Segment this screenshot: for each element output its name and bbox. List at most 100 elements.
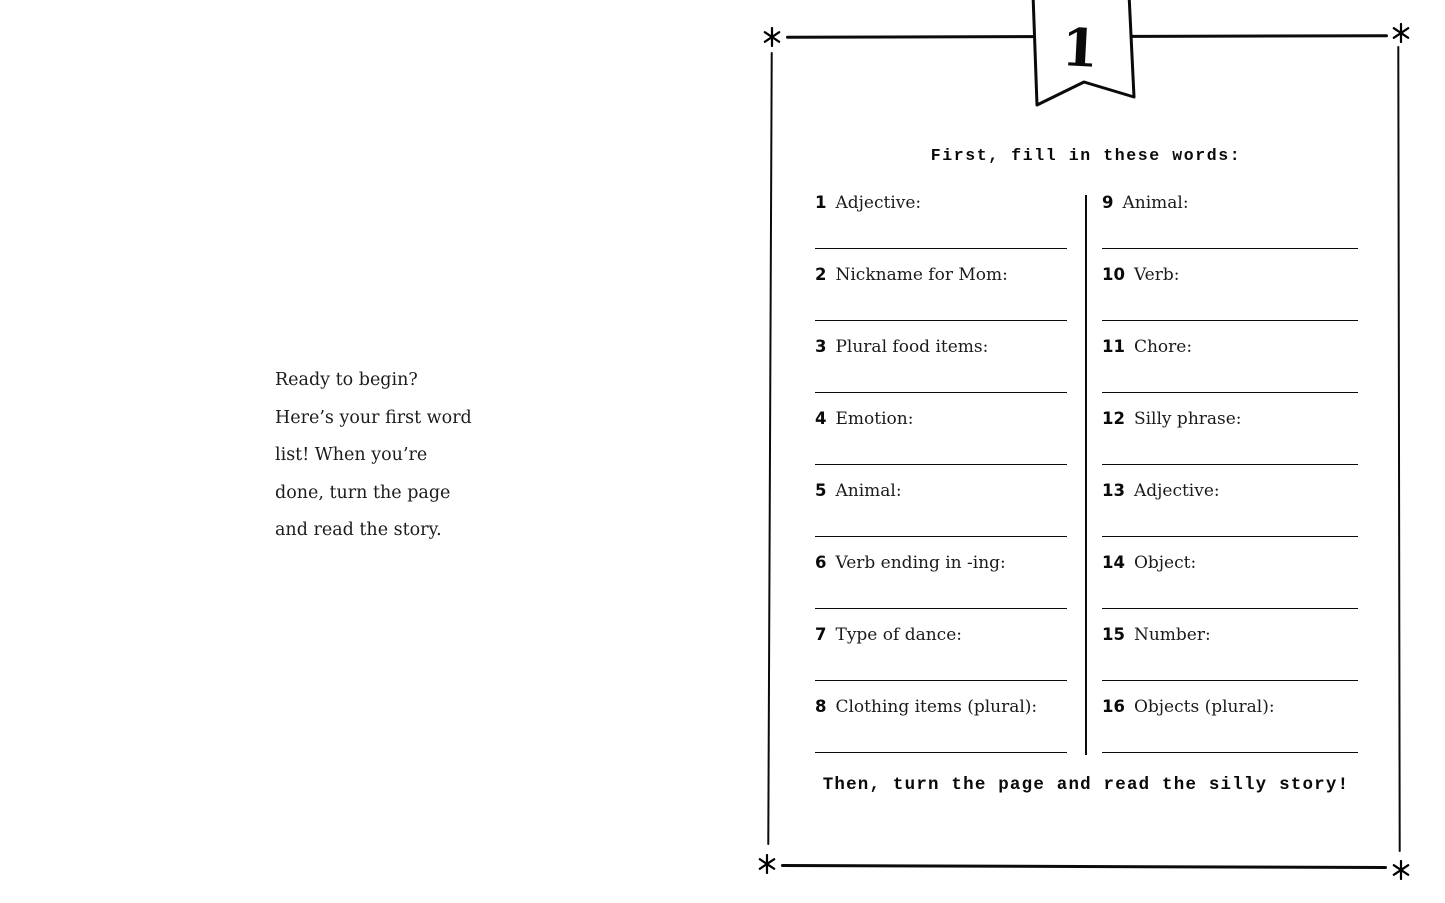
word-field-8: 8 Clothing items (plural): <box>815 697 1067 769</box>
word-field-text: Animal: <box>835 481 902 501</box>
fill-in-blank-8[interactable] <box>815 752 1067 753</box>
word-field-text: Verb: <box>1133 265 1180 285</box>
word-field-text: Verb ending in -ing: <box>835 553 1006 573</box>
word-field-number: 9 <box>1102 193 1114 212</box>
word-field-number: 8 <box>815 697 827 716</box>
page-number-banner: 1 <box>1029 0 1137 112</box>
word-field-label: 2 Nickname for Mom: <box>815 265 1067 285</box>
corner-star-icon <box>763 27 781 47</box>
word-field-text: Adjective: <box>1133 481 1220 501</box>
intro-line: and read the story. <box>275 520 442 541</box>
intro-line: list! When you’re <box>275 445 428 466</box>
word-field-4: 4 Emotion: <box>815 409 1067 481</box>
word-field-text: Emotion: <box>835 409 914 429</box>
worksheet-footer: Then, turn the page and read the silly s… <box>822 775 1350 795</box>
word-field-number: 3 <box>815 337 827 356</box>
word-field-16: 16 Objects (plural): <box>1102 697 1358 769</box>
word-field-3: 3 Plural food items: <box>815 337 1067 409</box>
word-field-label: 15 Number: <box>1102 625 1358 645</box>
intro-line: done, turn the page <box>275 482 451 503</box>
word-field-label: 16 Objects (plural): <box>1102 697 1358 717</box>
word-field-number: 16 <box>1102 697 1125 716</box>
fill-in-blank-16[interactable] <box>1102 752 1358 753</box>
word-field-text: Silly phrase: <box>1133 409 1242 429</box>
frame-bottom-line <box>780 863 1388 869</box>
fill-in-blank-10[interactable] <box>1102 320 1358 321</box>
word-field-number: 10 <box>1102 265 1125 284</box>
word-field-text: Objects (plural): <box>1133 697 1275 717</box>
word-field-number: 15 <box>1102 625 1125 644</box>
fill-in-blank-2[interactable] <box>815 320 1067 321</box>
word-field-label: 4 Emotion: <box>815 409 1067 429</box>
fill-in-blank-15[interactable] <box>1102 680 1358 681</box>
word-field-number: 11 <box>1102 337 1125 356</box>
word-field-14: 14 Object: <box>1102 553 1358 625</box>
fill-in-blank-1[interactable] <box>815 248 1067 249</box>
fill-in-blank-11[interactable] <box>1102 392 1358 393</box>
intro-line: Here’s your first word <box>275 407 472 428</box>
word-field-text: Adjective: <box>835 193 922 213</box>
word-field-label: 10 Verb: <box>1102 265 1358 285</box>
word-field-9: 9 Animal: <box>1102 193 1358 265</box>
word-field-label: 11 Chore: <box>1102 337 1358 357</box>
word-field-label: 12 Silly phrase: <box>1102 409 1358 429</box>
word-field-2: 2 Nickname for Mom: <box>815 265 1067 337</box>
word-field-text: Plural food items: <box>835 337 989 357</box>
frame-left-line <box>767 51 774 846</box>
word-field-label: 6 Verb ending in -ing: <box>815 553 1067 573</box>
word-field-text: Type of dance: <box>835 625 962 645</box>
word-field-6: 6 Verb ending in -ing: <box>815 553 1067 625</box>
corner-star-icon <box>1392 23 1410 43</box>
word-field-text: Chore: <box>1133 337 1193 357</box>
word-field-12: 12 Silly phrase: <box>1102 409 1358 481</box>
word-field-number: 5 <box>815 481 827 500</box>
word-field-7: 7 Type of dance: <box>815 625 1067 697</box>
fill-in-blank-6[interactable] <box>815 608 1067 609</box>
intro-text: Ready to begin? Here’s your first word l… <box>275 362 495 550</box>
word-field-13: 13 Adjective: <box>1102 481 1358 553</box>
word-field-text: Number: <box>1133 625 1211 645</box>
fill-in-blank-13[interactable] <box>1102 536 1358 537</box>
fill-in-blank-9[interactable] <box>1102 248 1358 249</box>
word-field-15: 15 Number: <box>1102 625 1358 697</box>
word-field-label: 13 Adjective: <box>1102 481 1358 501</box>
word-field-text: Clothing items (plural): <box>835 697 1038 717</box>
word-field-11: 11 Chore: <box>1102 337 1358 409</box>
word-field-text: Nickname for Mom: <box>835 265 1008 285</box>
ribbon-icon <box>1031 0 1136 107</box>
corner-star-icon <box>1392 860 1410 880</box>
word-field-label: 3 Plural food items: <box>815 337 1067 357</box>
fill-in-blank-14[interactable] <box>1102 608 1358 609</box>
word-field-label: 7 Type of dance: <box>815 625 1067 645</box>
word-field-number: 1 <box>815 193 827 212</box>
word-list-right-column: 9 Animal: 10 Verb: 11 Chore: 12 Silly ph… <box>1102 193 1358 769</box>
corner-star-icon <box>758 854 776 874</box>
frame-right-line <box>1397 45 1402 853</box>
word-list-left-column: 1 Adjective: 2 Nickname for Mom: 3 Plura… <box>815 193 1067 769</box>
word-field-number: 14 <box>1102 553 1125 572</box>
fill-in-blank-5[interactable] <box>815 536 1067 537</box>
word-field-label: 14 Object: <box>1102 553 1358 573</box>
word-field-number: 6 <box>815 553 827 572</box>
word-field-label: 5 Animal: <box>815 481 1067 501</box>
word-field-text: Animal: <box>1122 193 1189 213</box>
page-number: 1 <box>1060 17 1100 80</box>
intro-line: Ready to begin? <box>275 370 418 390</box>
word-field-label: 9 Animal: <box>1102 193 1358 213</box>
worksheet-title: First, fill in these words: <box>930 146 1242 165</box>
fill-in-blank-4[interactable] <box>815 464 1067 465</box>
column-divider <box>1085 195 1087 755</box>
word-field-number: 12 <box>1102 409 1125 428</box>
fill-in-blank-7[interactable] <box>815 680 1067 681</box>
word-field-label: 8 Clothing items (plural): <box>815 697 1067 717</box>
word-field-10: 10 Verb: <box>1102 265 1358 337</box>
word-field-1: 1 Adjective: <box>815 193 1067 265</box>
word-field-label: 1 Adjective: <box>815 193 1067 213</box>
word-field-5: 5 Animal: <box>815 481 1067 553</box>
fill-in-blank-3[interactable] <box>815 392 1067 393</box>
word-field-text: Object: <box>1133 553 1197 573</box>
word-field-number: 13 <box>1102 481 1125 500</box>
fill-in-blank-12[interactable] <box>1102 464 1358 465</box>
word-field-number: 2 <box>815 265 827 284</box>
word-field-number: 7 <box>815 625 827 644</box>
